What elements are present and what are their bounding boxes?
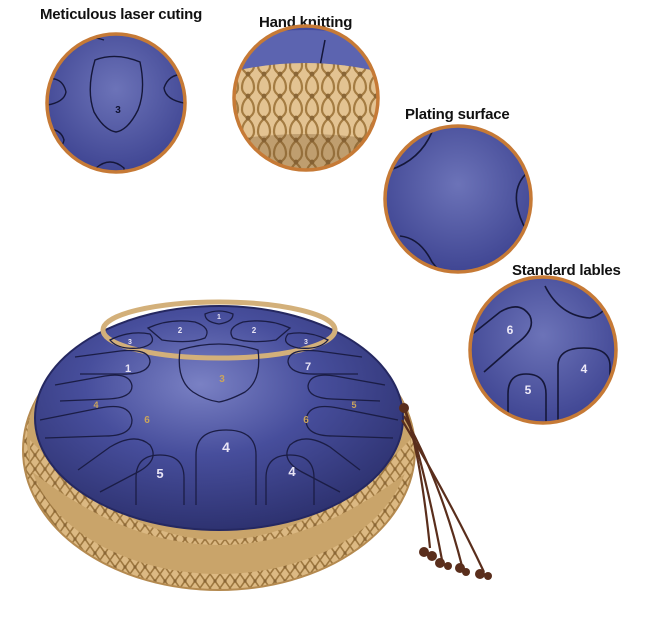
tassels <box>401 407 485 573</box>
note-top-left: 2 <box>178 326 183 335</box>
note-center: 3 <box>219 374 225 385</box>
label-laser-cutting: Meticulous laser cuting <box>40 6 203 23</box>
detail-hand-knitting <box>232 24 380 172</box>
detail-label-note-b: 5 <box>525 383 532 397</box>
detail-laser-cutting: 3 <box>45 32 187 174</box>
detail-standard-labels: 6 5 4 <box>468 275 618 425</box>
note-left-inner: 1 <box>125 363 131 375</box>
tongues <box>39 310 399 505</box>
note-right-low: 4 <box>288 464 296 479</box>
label-plating-surface: Plating surface <box>405 106 510 123</box>
detail-plating-surface <box>383 124 533 274</box>
detail-label-note-c: 4 <box>581 362 588 376</box>
label-standard-lables: Standard lables <box>512 262 621 279</box>
note-top-center: 1 <box>217 314 221 321</box>
note-right-mid: 6 <box>303 415 309 426</box>
note-outer-left: 4 <box>93 400 98 410</box>
note-left-low: 5 <box>156 466 163 481</box>
steel-tongue-drum: 4 5 4 1 7 6 6 4 5 3 2 1 2 3 3 <box>22 299 492 591</box>
label-hand-knitting: Hand knitting <box>259 14 353 31</box>
note-right-inner: 7 <box>305 361 311 373</box>
drum-body <box>35 306 403 530</box>
note-center-low: 4 <box>222 439 230 455</box>
detail-laser-note: 3 <box>115 105 121 116</box>
note-outer-right: 5 <box>351 400 356 410</box>
note-outer-top-right: 3 <box>304 339 308 346</box>
note-left-mid: 6 <box>144 415 150 426</box>
note-outer-top-left: 3 <box>128 339 132 346</box>
note-top-right: 2 <box>252 326 257 335</box>
detail-label-note-a: 6 <box>507 323 514 337</box>
